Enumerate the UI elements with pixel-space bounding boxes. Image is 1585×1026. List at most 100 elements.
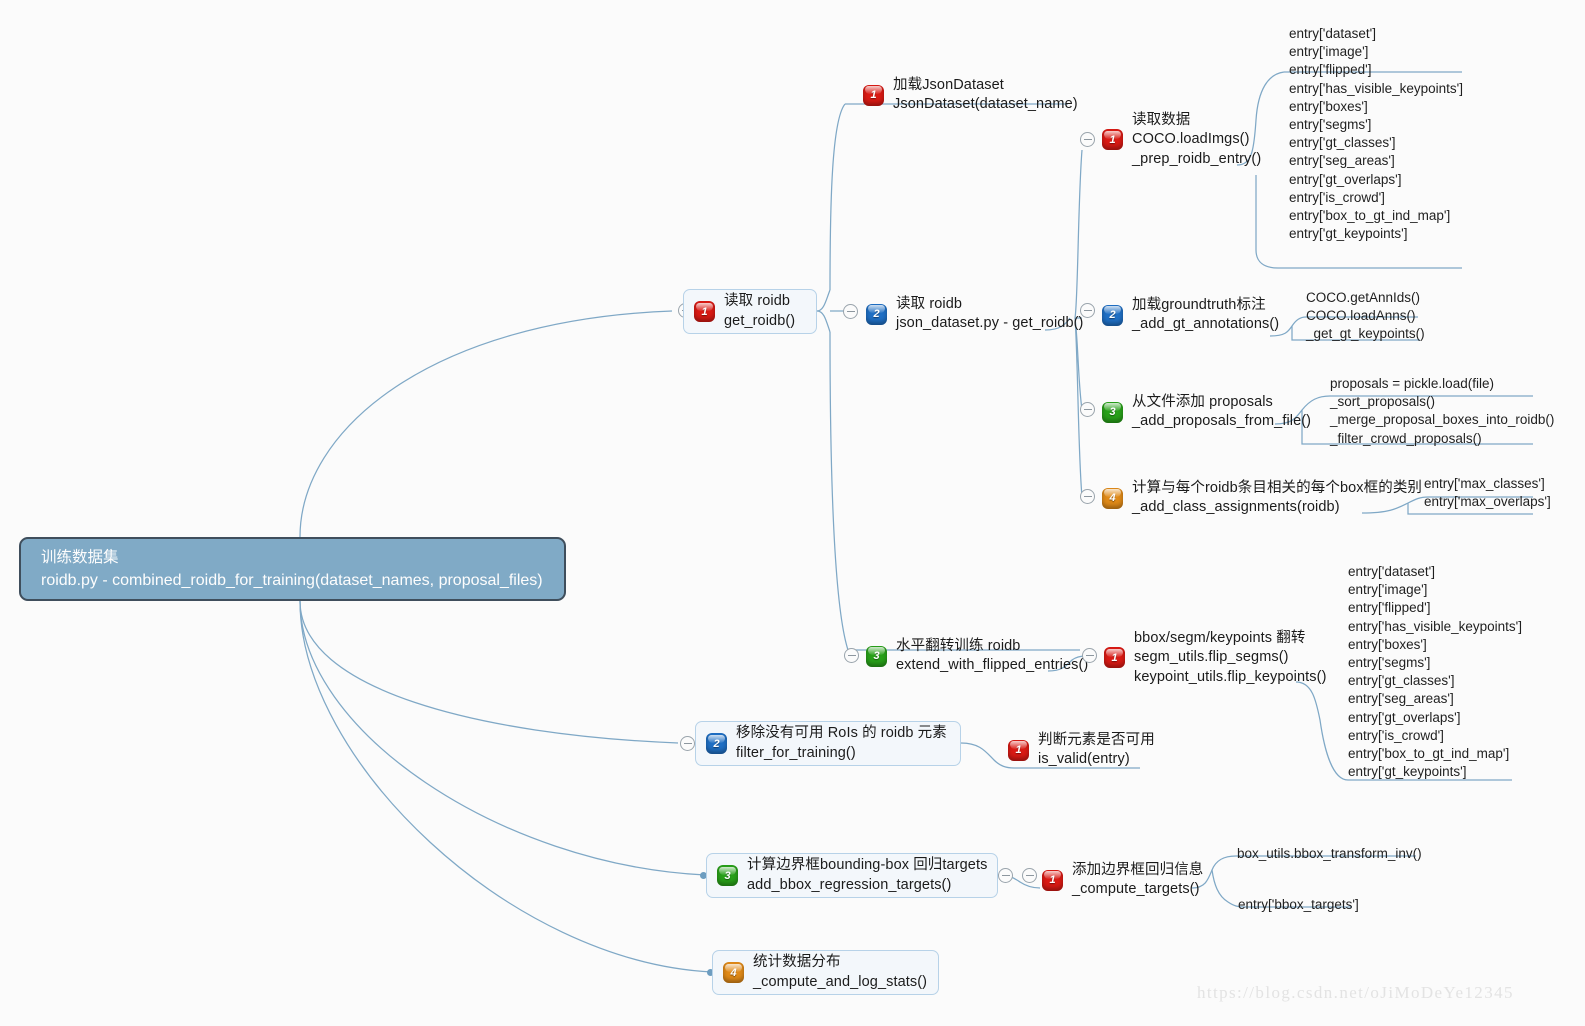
list-item: entry['bbox_targets']: [1238, 897, 1359, 912]
node-compute-targets-line1: 添加边界框回归信息: [1072, 862, 1204, 878]
leaf-list-bbox-targets: entry['bbox_targets']: [1238, 896, 1359, 914]
node-class-assignments-line1: 计算与每个roidb条目相关的每个box框的类别: [1132, 480, 1423, 496]
collapse-toggle-compute-targets[interactable]: [998, 868, 1013, 883]
list-item: entry['flipped']: [1289, 62, 1372, 78]
collapse-toggle-flipped-entries[interactable]: [844, 648, 859, 663]
list-item: _merge_proposal_boxes_into_roidb(): [1330, 412, 1555, 428]
root-node[interactable]: 训练数据集 roidb.py - combined_roidb_for_trai…: [19, 537, 566, 601]
badge-1: 1: [1008, 739, 1029, 761]
list-item: entry['gt_keypoints']: [1348, 764, 1467, 780]
node-flipped-entries-text: 水平翻转训练 roidb extend_with_flipped_entries…: [896, 637, 1088, 676]
node-read-data[interactable]: 1 读取数据 COCO.loadImgs() _prep_roidb_entry…: [1102, 111, 1261, 169]
list-item: entry['segms']: [1289, 117, 1372, 133]
node-compute-and-log-stats[interactable]: 4 统计数据分布 _compute_and_log_stats(): [712, 950, 939, 995]
node-gt-annotations-line1: 加载groundtruth标注: [1132, 297, 1266, 313]
leaf-list-proposal-calls: proposals = pickle.load(file) _sort_prop…: [1330, 375, 1554, 448]
list-item: COCO.getAnnIds(): [1306, 290, 1421, 305]
badge-1: 1: [1042, 869, 1063, 891]
root-title: 训练数据集: [41, 548, 119, 566]
node-flipped-entries-line1: 水平翻转训练 roidb: [896, 638, 1021, 654]
list-item: entry['box_to_gt_ind_map']: [1289, 208, 1451, 224]
node-filter-for-training[interactable]: 2 移除没有可用 RoIs 的 roidb 元素 filter_for_trai…: [695, 721, 961, 766]
collapse-toggle-json-dataset-get-roidb[interactable]: [843, 304, 858, 319]
list-item: entry['has_visible_keypoints']: [1348, 618, 1522, 634]
badge-3: 3: [866, 645, 887, 667]
node-gt-annotations-line2: _add_gt_annotations(): [1132, 316, 1280, 333]
list-item: entry['gt_classes']: [1348, 673, 1455, 689]
collapse-toggle-read-data[interactable]: [1080, 132, 1095, 147]
node-is-valid-text: 判断元素是否可用 is_valid(entry): [1038, 731, 1155, 770]
node-load-jsondataset-line1: 加载JsonDataset: [893, 77, 1004, 93]
badge-2: 2: [1102, 304, 1123, 326]
node-load-jsondataset-text: 加载JsonDataset JsonDataset(dataset_name): [893, 76, 1078, 115]
node-read-data-line3: _prep_roidb_entry(): [1132, 150, 1262, 167]
node-proposals-from-file[interactable]: 3 从文件添加 proposals _add_proposals_from_fi…: [1102, 393, 1311, 432]
collapse-toggle-flip-utils[interactable]: [1082, 648, 1097, 663]
collapse-toggle-proposals-from-file[interactable]: [1080, 402, 1095, 417]
leaf-list-prep-entry-fields: entry['dataset'] entry['image'] entry['f…: [1289, 25, 1463, 243]
node-compute-and-log-stats-text: 统计数据分布 _compute_and_log_stats(): [753, 953, 927, 992]
node-compute-targets-text: 添加边界框回归信息 _compute_targets(): [1072, 861, 1203, 900]
node-get-roidb[interactable]: 1 读取 roidb get_roidb(): [683, 289, 817, 334]
node-json-dataset-get-roidb[interactable]: 2 读取 roidb json_dataset.py - get_roidb(): [866, 295, 1083, 334]
node-json-dataset-get-roidb-line1: 读取 roidb: [896, 296, 963, 312]
badge-4: 4: [1102, 487, 1123, 509]
list-item: _get_gt_keypoints(): [1306, 326, 1425, 342]
watermark: https://blog.csdn.net/oJiMoDeYe12345: [1197, 983, 1514, 1002]
collapse-toggle-gt-annotations[interactable]: [1080, 303, 1095, 318]
list-item: entry['segms']: [1348, 655, 1431, 671]
edge-dot-bbox-regression: [700, 872, 707, 879]
node-gt-annotations-text: 加载groundtruth标注 _add_gt_annotations(): [1132, 296, 1279, 335]
badge-2: 2: [866, 303, 887, 325]
list-item: entry['seg_areas']: [1289, 153, 1395, 169]
node-json-dataset-get-roidb-text: 读取 roidb json_dataset.py - get_roidb(): [896, 295, 1083, 334]
list-item: entry['gt_overlaps']: [1289, 171, 1402, 187]
list-item: _sort_proposals(): [1330, 394, 1436, 410]
collapse-toggle-bbox-regression-outer[interactable]: [1022, 868, 1037, 883]
node-bbox-regression-targets[interactable]: 3 计算边界框bounding-box 回归targets add_bbox_r…: [706, 853, 998, 898]
node-flip-utils-line2: segm_utils.flip_segms(): [1134, 649, 1289, 666]
badge-4: 4: [723, 962, 744, 983]
node-flipped-entries[interactable]: 3 水平翻转训练 roidb extend_with_flipped_entri…: [866, 637, 1088, 676]
node-gt-annotations[interactable]: 2 加载groundtruth标注 _add_gt_annotations(): [1102, 296, 1279, 335]
list-item: entry['is_crowd']: [1348, 727, 1444, 743]
node-read-data-line2: COCO.loadImgs(): [1132, 131, 1250, 148]
node-proposals-from-file-text: 从文件添加 proposals _add_proposals_from_file…: [1132, 393, 1311, 432]
list-item: proposals = pickle.load(file): [1330, 376, 1494, 391]
node-filter-for-training-line1: 移除没有可用 RoIs 的 roidb 元素: [736, 725, 947, 742]
leaf-list-class-assignment-fields: entry['max_classes'] entry['max_overlaps…: [1424, 475, 1551, 511]
list-item: entry['gt_classes']: [1289, 135, 1396, 151]
list-item: entry['is_crowd']: [1289, 189, 1385, 205]
node-compute-targets[interactable]: 1 添加边界框回归信息 _compute_targets(): [1042, 861, 1203, 900]
node-is-valid[interactable]: 1 判断元素是否可用 is_valid(entry): [1008, 731, 1155, 770]
badge-3: 3: [1102, 401, 1123, 423]
node-flipped-entries-line2: extend_with_flipped_entries(): [896, 657, 1089, 674]
list-item: entry['gt_keypoints']: [1289, 226, 1408, 242]
list-item: entry['max_overlaps']: [1424, 494, 1551, 510]
node-get-roidb-line1: 读取 roidb: [724, 293, 791, 310]
badge-2: 2: [706, 733, 727, 754]
list-item: entry['boxes']: [1289, 98, 1368, 114]
node-json-dataset-get-roidb-line2: json_dataset.py - get_roidb(): [896, 315, 1084, 332]
list-item: entry['image']: [1348, 582, 1428, 598]
list-item: entry['box_to_gt_ind_map']: [1348, 746, 1510, 762]
node-bbox-regression-targets-text: 计算边界框bounding-box 回归targets add_bbox_reg…: [747, 856, 987, 895]
leaf-list-bbox-transform: box_utils.bbox_transform_inv(): [1237, 845, 1422, 863]
list-item: entry['seg_areas']: [1348, 691, 1454, 707]
node-is-valid-line2: is_valid(entry): [1038, 751, 1130, 768]
collapse-toggle-filter-for-training[interactable]: [680, 736, 695, 751]
node-get-roidb-text: 读取 roidb get_roidb(): [724, 292, 795, 331]
root-subtitle: roidb.py - combined_roidb_for_training(d…: [41, 572, 543, 590]
node-flip-utils[interactable]: 1 bbox/segm/keypoints 翻转 segm_utils.flip…: [1104, 629, 1327, 687]
leaf-list-flipped-entry-fields: entry['dataset'] entry['image'] entry['f…: [1348, 563, 1522, 781]
node-get-roidb-line2: get_roidb(): [724, 312, 796, 329]
node-class-assignments[interactable]: 4 计算与每个roidb条目相关的每个box框的类别 _add_class_as…: [1102, 479, 1422, 518]
node-bbox-regression-targets-line2: add_bbox_regression_targets(): [747, 876, 952, 893]
node-load-jsondataset[interactable]: 1 加载JsonDataset JsonDataset(dataset_name…: [863, 76, 1078, 115]
collapse-toggle-class-assignments[interactable]: [1080, 489, 1095, 504]
node-filter-for-training-line2: filter_for_training(): [736, 744, 856, 761]
node-proposals-from-file-line1: 从文件添加 proposals: [1132, 394, 1273, 410]
node-is-valid-line1: 判断元素是否可用: [1038, 732, 1155, 748]
edge-dot-compute-stats: [707, 969, 714, 976]
